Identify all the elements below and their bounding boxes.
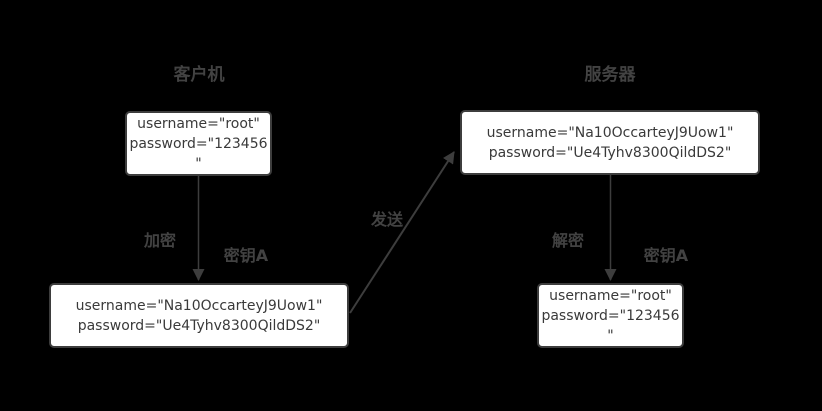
credential-line: username="root" xyxy=(549,287,672,304)
key-a-label-client: 密钥A xyxy=(223,246,269,265)
credential-line: " xyxy=(195,155,202,172)
encrypt-label: 加密 xyxy=(143,231,176,250)
send-label: 发送 xyxy=(370,210,403,229)
credential-line: password="Ue4Tyhv8300QildDS2" xyxy=(77,317,321,334)
client-plaintext-box: username="root" password="123456 " xyxy=(125,111,272,176)
client-encrypted-box: username="Na10OccarteyJ9Uow1" password="… xyxy=(49,283,349,348)
key-a-label-server: 密钥A xyxy=(643,246,689,265)
credential-line: password="Ue4Tyhv8300QildDS2" xyxy=(488,144,732,161)
send-arrow xyxy=(349,151,455,314)
credential-line: username="Na10OccarteyJ9Uow1" xyxy=(486,124,734,141)
decrypt-label: 解密 xyxy=(551,231,584,250)
server-encrypted-box: username="Na10OccarteyJ9Uow1" password="… xyxy=(460,110,760,175)
credential-line: password="123456 xyxy=(129,135,268,152)
credential-line: username="Na10OccarteyJ9Uow1" xyxy=(75,297,323,314)
credential-line: username="root" xyxy=(137,115,260,132)
server-title: 服务器 xyxy=(584,65,636,85)
server-plaintext-box: username="root" password="123456 " xyxy=(537,283,684,348)
client-title: 客户机 xyxy=(173,65,225,85)
credential-line: password="123456 xyxy=(541,307,680,324)
credential-line: " xyxy=(607,327,614,344)
